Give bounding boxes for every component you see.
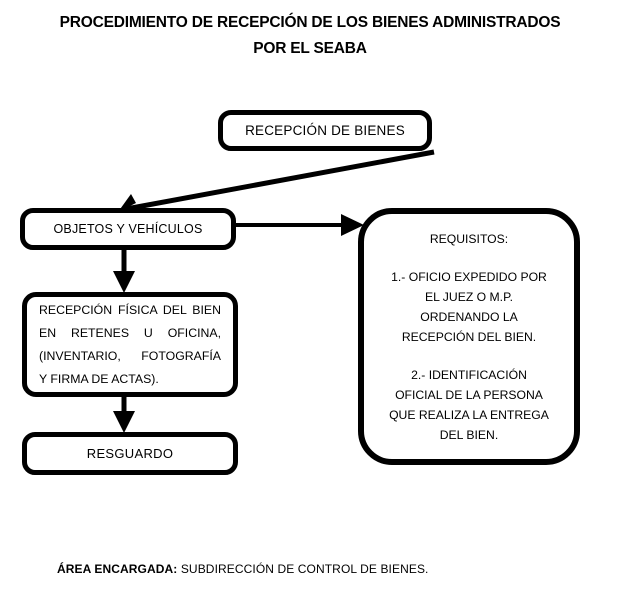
- page-title-line-1: PROCEDIMIENTO DE RECEPCIÓN DE LOS BIENES…: [59, 14, 561, 31]
- node-recepcion-fisica-text: RECEPCIÓN FÍSICA DEL BIEN EN RETENES U O…: [27, 299, 233, 391]
- requisitos-item-2-line-3: QUE REALIZA LA ENTREGA: [389, 407, 549, 422]
- node-requisitos-text: REQUISITOS: 1.- OFICIO EXPEDIDO POR EL J…: [364, 229, 574, 445]
- requisitos-item-1: 1.- OFICIO EXPEDIDO POR EL JUEZ O M.P. O…: [374, 267, 564, 347]
- requisitos-item-2-line-2: OFICIAL DE LA PERSONA: [395, 387, 543, 402]
- requisitos-item-1-line-2: EL JUEZ O M.P.: [424, 289, 514, 304]
- node-recepcion-fisica-line-2: EN RETENES U OFICINA,: [39, 325, 221, 340]
- page-title-line-2: POR EL SEABA: [253, 40, 367, 57]
- node-resguardo[interactable]: RESGUARDO: [22, 432, 238, 475]
- node-recepcion-fisica-line-3: (INVENTARIO, FOTOGRAFÍA: [39, 348, 221, 363]
- node-objetos-y-vehiculos-label: OBJETOS Y VEHÍCULOS: [53, 222, 203, 236]
- edge-objetos-to-requisitos: [236, 214, 364, 236]
- node-objetos-y-vehiculos[interactable]: OBJETOS Y VEHÍCULOS: [20, 208, 236, 250]
- requisitos-item-2: 2.- IDENTIFICACIÓN OFICIAL DE LA PERSONA…: [374, 365, 564, 445]
- node-recepcion-fisica-line-4: Y FIRMA DE ACTAS).: [39, 371, 159, 386]
- footer-value: SUBDIRECCIÓN DE CONTROL DE BIENES.: [180, 562, 429, 576]
- node-recepcion-de-bienes[interactable]: RECEPCIÓN DE BIENES: [218, 110, 432, 151]
- requisitos-heading: REQUISITOS:: [429, 231, 509, 246]
- requisitos-item-1-line-4: RECEPCIÓN DEL BIEN.: [401, 329, 537, 344]
- edge-objetos-to-recepcion-fisica: [113, 250, 135, 293]
- edge-recepcion-to-objetos: [118, 149, 435, 212]
- node-resguardo-label: RESGUARDO: [86, 446, 174, 461]
- node-requisitos[interactable]: REQUISITOS: 1.- OFICIO EXPEDIDO POR EL J…: [358, 208, 580, 465]
- page-title: PROCEDIMIENTO DE RECEPCIÓN DE LOS BIENES…: [40, 10, 580, 62]
- node-recepcion-de-bienes-label: RECEPCIÓN DE BIENES: [245, 123, 405, 138]
- edge-recepcion-fisica-to-resguardo: [113, 397, 135, 433]
- footer-note: ÁREA ENCARGADA: SUBDIRECCIÓN DE CONTROL …: [57, 562, 429, 576]
- requisitos-item-2-line-4: DEL BIEN.: [439, 427, 499, 442]
- requisitos-item-2-line-1: 2.- IDENTIFICACIÓN: [411, 367, 527, 382]
- node-recepcion-fisica-line-1: RECEPCIÓN FÍSICA DEL BIEN: [39, 302, 221, 317]
- footer-label: ÁREA ENCARGADA:: [57, 562, 178, 576]
- requisitos-item-1-line-1: 1.- OFICIO EXPEDIDO POR: [391, 269, 547, 284]
- requisitos-item-1-line-3: ORDENANDO LA: [420, 309, 518, 324]
- node-recepcion-fisica-del-bien[interactable]: RECEPCIÓN FÍSICA DEL BIEN EN RETENES U O…: [22, 292, 238, 397]
